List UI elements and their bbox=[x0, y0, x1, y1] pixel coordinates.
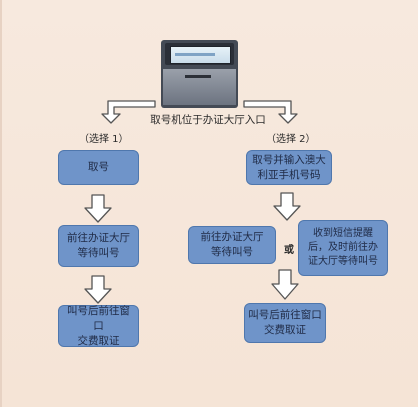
box-text: 前往办证大厅等待叫号 bbox=[67, 232, 130, 259]
box-text: 叫号后前往窗口交费取证 bbox=[248, 309, 322, 336]
step-take-number: 取号 bbox=[58, 150, 139, 185]
option-2-label: （选择 2） bbox=[266, 134, 316, 145]
ticket-kiosk-icon bbox=[161, 40, 238, 108]
arrow-down-right-2 bbox=[271, 269, 299, 300]
arrow-down-right-1 bbox=[273, 192, 301, 221]
frame-edge bbox=[0, 0, 2, 407]
box-text: 取号并输入澳大利亚手机号码 bbox=[252, 153, 326, 181]
step-sms-reminder: 收到短信提醒后，及时前往办证大厅等待叫号 bbox=[298, 220, 388, 276]
kiosk-ticket-slot bbox=[185, 75, 211, 78]
arrow-down-left-1 bbox=[84, 194, 112, 223]
option-1-label: （选择 1） bbox=[79, 134, 129, 145]
kiosk-location-label: 取号机位于办证大厅入口 bbox=[150, 114, 266, 126]
box-text: 叫号后前往窗口交费取证 bbox=[67, 304, 130, 347]
kiosk-screen-strip bbox=[175, 53, 215, 56]
box-text: 取号 bbox=[88, 161, 109, 173]
arrow-down-left-2 bbox=[84, 275, 112, 304]
step-pay-collect-right: 叫号后前往窗口交费取证 bbox=[244, 303, 326, 343]
or-label: 或 bbox=[284, 245, 294, 256]
step-pay-collect-left: 叫号后前往窗口交费取证 bbox=[58, 305, 139, 347]
box-text: 收到短信提醒后，及时前往办证大厅等待叫号 bbox=[308, 228, 378, 267]
step-wait-hall-left: 前往办证大厅等待叫号 bbox=[58, 225, 139, 267]
step-take-number-enter-phone: 取号并输入澳大利亚手机号码 bbox=[246, 150, 332, 185]
step-wait-hall-right: 前往办证大厅等待叫号 bbox=[188, 226, 276, 264]
box-text: 前往办证大厅等待叫号 bbox=[200, 231, 264, 258]
